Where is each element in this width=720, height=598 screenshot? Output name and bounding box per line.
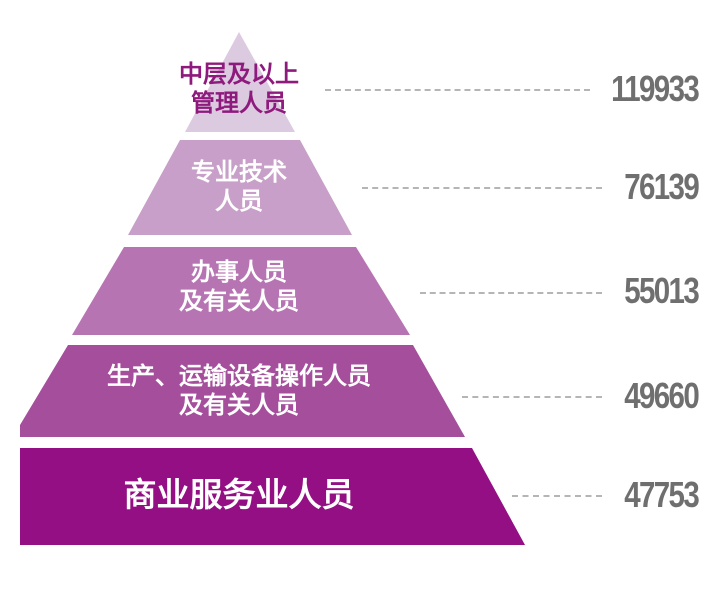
tier-5-label: 商业服务业人员 — [124, 475, 355, 515]
tier-4-line2: 及有关人员 — [179, 390, 299, 419]
tier-2-shape — [128, 140, 352, 235]
leader-line-1 — [325, 89, 590, 91]
leader-line-2 — [362, 187, 602, 189]
tier-3-shape — [72, 247, 410, 335]
tier-5-line1: 商业服务业人员 — [123, 475, 355, 514]
tier-3-line1: 办事人员 — [191, 258, 287, 286]
leader-line-4 — [462, 396, 602, 398]
tier-1-shape — [185, 32, 295, 132]
tier-3-label: 办事人员 及有关人员 — [179, 258, 299, 316]
tier-4-line1: 生产、运输设备操作人员 — [107, 362, 371, 390]
tier-1-label: 中层及以上 管理人员 — [179, 60, 299, 118]
tier-4-value: 49660 — [624, 375, 700, 416]
tier-3-value: 55013 — [624, 270, 700, 311]
tier-1-line2: 管理人员 — [191, 88, 287, 117]
tier-1-line1: 中层及以上 — [179, 60, 299, 88]
tier-4-label: 生产、运输设备操作人员 及有关人员 — [107, 362, 371, 420]
leader-line-3 — [420, 292, 602, 294]
tier-3-line2: 及有关人员 — [179, 286, 299, 315]
tier-2-line1: 专业技术 — [191, 158, 287, 186]
tier-4-shape — [20, 345, 465, 437]
leader-line-5 — [512, 495, 602, 497]
tier-2-label: 专业技术 人员 — [191, 158, 287, 216]
tier-2-value: 76139 — [624, 166, 700, 207]
tier-5-value: 47753 — [624, 474, 700, 515]
tier-1-value: 119933 — [610, 68, 700, 109]
tier-2-line2: 人员 — [215, 186, 263, 215]
tier-5-shape — [20, 448, 525, 545]
